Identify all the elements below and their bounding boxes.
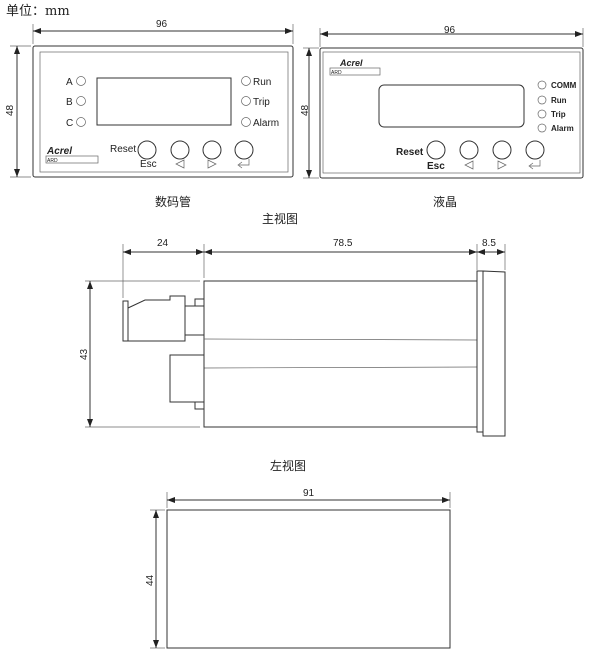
right-button (202, 140, 222, 160)
main-view-title: 主视图 (262, 211, 298, 226)
lcd-window (378, 84, 525, 128)
led-label-alarm: Alarm (253, 118, 279, 129)
esc-label: Esc (140, 159, 157, 170)
housing-body (203, 280, 478, 428)
esc-label: Esc (427, 161, 445, 172)
cutout-height-dim: 44 (145, 574, 156, 586)
led-label-alarm: Alarm (551, 124, 574, 133)
width-dim: 96 (156, 19, 168, 30)
led-label-run: Run (253, 77, 271, 88)
reset-label: Reset (110, 144, 136, 155)
enter-icon (237, 159, 250, 169)
connector-plug (122, 300, 129, 342)
enter-button (525, 140, 545, 160)
cutout-rect (166, 509, 451, 649)
display-window (96, 77, 232, 126)
brand-logo: Acrel (46, 146, 72, 157)
left-arrow-icon (175, 159, 185, 169)
model-label: ARD (331, 70, 342, 76)
left-view-title: 左视图 (270, 458, 306, 473)
caption-lcd: 液晶 (433, 194, 457, 209)
led-label-a: A (66, 77, 73, 88)
cutout-width-dim: 91 (303, 488, 315, 499)
width-dim: 96 (444, 25, 456, 36)
enter-icon (528, 160, 541, 170)
model-label: ARD (47, 158, 58, 164)
enter-button (234, 140, 254, 160)
left-button (170, 140, 190, 160)
side-view: 24 78.5 8.5 43 (79, 238, 506, 437)
dim-connector: 24 (157, 238, 169, 249)
esc-button (137, 140, 157, 160)
height-dim: 43 (79, 348, 90, 360)
right-arrow-icon (207, 159, 217, 169)
caption-led: 数码管 (155, 194, 191, 209)
led-label-run: Run (551, 96, 567, 105)
right-arrow-icon (497, 160, 507, 170)
esc-button (426, 140, 446, 160)
panel-outline (32, 45, 294, 178)
front-view-led: 96 48 A B C Run Trip Alarm Reset Esc Acr… (5, 19, 294, 209)
height-dim: 48 (300, 104, 311, 116)
dim-body: 78.5 (333, 238, 353, 249)
right-button (492, 140, 512, 160)
height-dim: 48 (5, 104, 16, 116)
reset-label: Reset (396, 147, 424, 158)
unit-label: 单位：mm (6, 4, 70, 19)
led-label-b: B (66, 97, 73, 108)
led-label-comm: COMM (551, 81, 577, 90)
left-arrow-icon (464, 160, 474, 170)
terminal-block (169, 354, 205, 403)
front-view-lcd: 96 48 COMM Run Trip Alarm Reset Esc Acre… (300, 25, 584, 209)
led-label-c: C (66, 118, 73, 129)
dim-bezel: 8.5 (482, 238, 496, 249)
cutout-view: 91 44 (145, 488, 451, 649)
left-button (459, 140, 479, 160)
brand-logo: Acrel (339, 58, 363, 68)
led-label-trip: Trip (253, 97, 270, 108)
front-bezel (482, 270, 506, 437)
led-label-trip: Trip (551, 110, 566, 119)
